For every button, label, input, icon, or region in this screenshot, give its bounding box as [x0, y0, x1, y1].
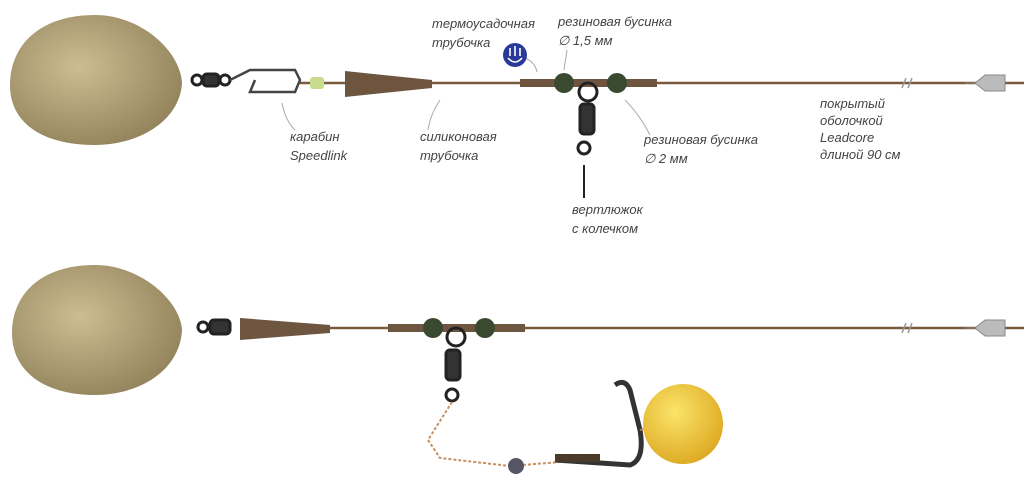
- rubber-bead-small: [554, 73, 574, 93]
- top-rig: [10, 15, 1024, 198]
- rubber-bead-large: [475, 318, 495, 338]
- tungsten-bead: [508, 458, 524, 474]
- snap-sleeve: [310, 77, 324, 89]
- rubber-bead-large: [607, 73, 627, 93]
- snap-speedlink: [229, 68, 302, 94]
- ring-swivel: [576, 81, 599, 156]
- boilie-bait: [643, 384, 723, 464]
- lead-weight: [12, 265, 182, 395]
- silicone-tube: [345, 71, 432, 97]
- end-connector: [965, 319, 1006, 337]
- silicone-tube: [240, 318, 330, 340]
- swivel: [190, 72, 232, 88]
- hook: [554, 379, 644, 468]
- break-mark: [901, 322, 913, 334]
- break-mark: [901, 77, 913, 89]
- rubber-bead-small: [423, 318, 443, 338]
- end-connector: [965, 74, 1006, 92]
- heat-shrink-icon: [503, 43, 527, 67]
- label-bead-large: резиновая бусинка∅ 2 мм: [644, 132, 759, 166]
- bottom-rig: [12, 265, 1024, 474]
- label-bead-small: резиновая бусинка∅ 1,5 мм: [558, 14, 673, 48]
- hooklink: [426, 401, 561, 468]
- lead-weight: [10, 15, 182, 145]
